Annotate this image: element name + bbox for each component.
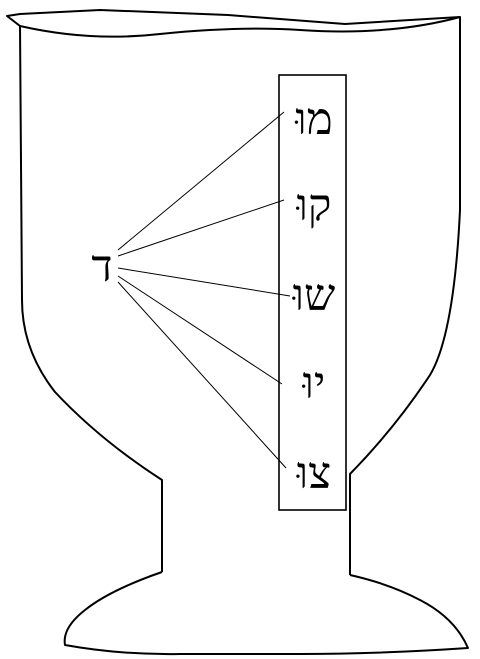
syllable-4: יוּ bbox=[302, 358, 326, 409]
syllable-5: צוּ bbox=[296, 448, 331, 499]
connector-line-3 bbox=[118, 268, 290, 296]
connector-line-5 bbox=[118, 282, 286, 468]
syllable-2: קוּ bbox=[296, 180, 332, 231]
connector-lines bbox=[118, 112, 290, 468]
cup-body-outline bbox=[7, 10, 460, 575]
center-letter: ד bbox=[91, 241, 112, 292]
cup-base bbox=[65, 572, 468, 654]
connector-line-2 bbox=[118, 200, 284, 256]
connector-line-1 bbox=[118, 112, 284, 250]
syllable-3: שוּ bbox=[292, 270, 335, 321]
syllable-1: מוּ bbox=[294, 94, 332, 145]
cup-rim bbox=[20, 17, 460, 37]
connector-line-4 bbox=[118, 276, 282, 384]
